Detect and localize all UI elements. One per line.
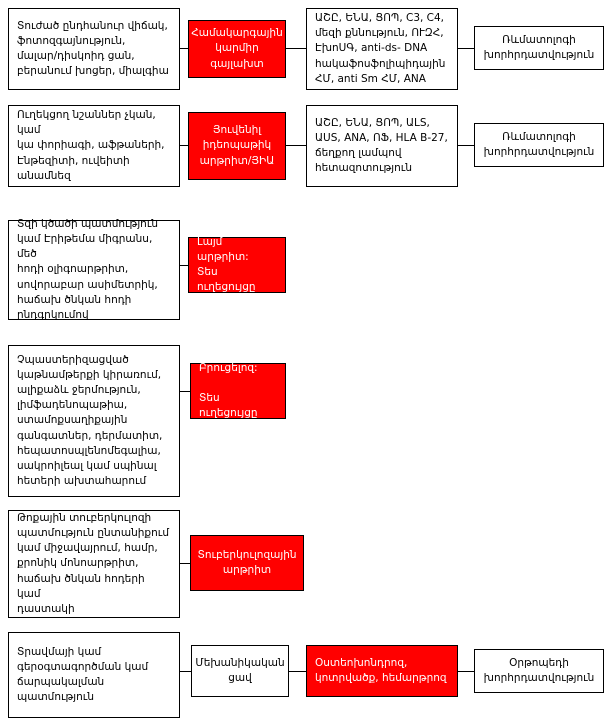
clinical-findings-box-5: Թոքային տուբերկուլոզի պատմություն ընտանի… [8,510,180,618]
connector-mechanical-to-diagnosis-6 [289,671,306,672]
diagnosis-box-6: Օստեոխոնդրոզ, կոտրվածք, հեմարթրոզ [306,645,458,697]
connector-clinical-to-diagnosis-1 [180,48,188,49]
diagnosis-box-2: Յուվենիլ իդեոպաթիկ արթրիտ/ՅԻԱ [188,112,286,180]
connector-clinical-to-diagnosis-4 [180,391,190,392]
connector-workup-to-referral-2 [458,145,474,146]
referral-box-2: Ռևմատոլոգի խորհրդատվություն [474,123,604,167]
connector-workup-to-referral-1 [458,48,474,49]
diagnosis-box-3: Լայմ արթրիտ: Տես ուղեցույցը [188,236,286,293]
clinical-findings-box-6: Տրավմայի կամ գերօգտագործման կամ ճարպակալ… [8,632,180,718]
connector-clinical-to-diagnosis-2 [180,145,188,146]
referral-box-1: Ռևմատոլոգի խորհրդատվություն [474,26,604,70]
mechanical-pain-box: Մեխանիկական ցավ [191,645,289,697]
workup-box-1: ԱՇԸ, ԵՆԱ, ՑՈՊ, C3, C4, մեզի քննություն, … [306,8,458,90]
diagnosis-box-4: Բրուցելոզ: Տես ուղեցույցը [190,362,286,419]
workup-box-2: ԱՇԸ, ԵՆԱ, ՑՈՊ, ԱLS, ԱUS, ANA, ՈՖ, HLA B-… [306,105,458,187]
clinical-findings-box-1: Տուժած ընդհանուր վիճակ, ֆոտոզգայնություն… [8,8,180,90]
referral-box-6: Օրթոպեդի խորհրդատվություն [474,649,604,693]
clinical-findings-box-3: Տզի կծածի պատմություն կամ Էրիթեմա միգրան… [8,218,180,321]
clinical-findings-box-2: Ուղեկցող նշաններ չկան, կամ կա փորիագի, ա… [8,105,180,187]
connector-clinical-to-diagnosis-6 [180,671,191,672]
diagnosis-box-1: Համակարգային կարմիր գայլախտ [188,20,286,78]
diagnosis-box-5: Տուբերկուլոզային արթրիտ [190,535,304,591]
connector-clinical-to-diagnosis-5 [180,563,190,564]
connector-clinical-to-diagnosis-3 [180,265,188,266]
connector-diagnosis-to-workup-1 [286,48,306,49]
connector-diagnosis-to-workup-2 [286,145,306,146]
clinical-findings-box-4: Չպաստերիզացված կաթնամթերքի կիրառում, ալի… [8,345,180,497]
connector-diagnosis-to-referral-6 [458,671,474,672]
